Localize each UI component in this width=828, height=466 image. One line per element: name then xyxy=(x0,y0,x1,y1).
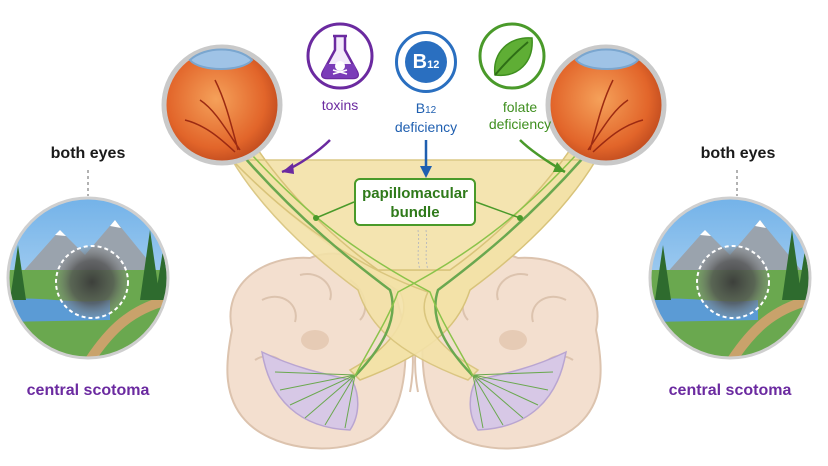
b12-badge-letter: B xyxy=(412,51,428,73)
bundle-label-line1: papillomacular xyxy=(362,185,468,202)
b12-label-line1: B12 xyxy=(376,100,476,119)
visual-cortex-right xyxy=(469,350,567,431)
b12-deficiency-label: B12 deficiency xyxy=(376,100,476,136)
folate-arrow xyxy=(519,139,566,174)
eyeball-right xyxy=(545,44,667,166)
both-eyes-label-right: both eyes xyxy=(700,145,776,162)
b12-arrow xyxy=(420,140,432,178)
leaf-icon xyxy=(478,22,546,90)
optic-pathway xyxy=(230,149,598,381)
bundle-label-line2: bundle xyxy=(390,204,440,221)
folate-label-line2: deficiency xyxy=(488,116,552,132)
folate-deficiency-label: folate deficiency xyxy=(470,99,570,133)
b12-label-line2: deficiency xyxy=(394,119,458,135)
central-scotoma-label-right: central scotoma xyxy=(668,382,792,399)
visual-cortex-left xyxy=(261,350,359,431)
visual-field-left xyxy=(6,170,170,360)
b12-badge-icon: B12 xyxy=(395,31,457,93)
b12-label-letter: B xyxy=(415,100,426,116)
eyeball-left xyxy=(161,44,283,166)
toxins-label: toxins xyxy=(321,97,359,113)
bundle-leader-left xyxy=(315,201,355,219)
b12-label-subscript: 12 xyxy=(425,105,437,116)
toxins-arrow xyxy=(281,139,331,174)
flask-skull-icon xyxy=(306,22,374,90)
visual-field-right xyxy=(648,170,812,360)
papillomacular-bundle-label: papillomacular bundle xyxy=(354,178,476,226)
bundle-leader-right xyxy=(475,201,521,219)
central-scotoma-label-left: central scotoma xyxy=(26,382,150,399)
both-eyes-label-left: both eyes xyxy=(50,145,126,162)
b12-badge-subscript: 12 xyxy=(427,59,440,71)
folate-label-line1: folate xyxy=(502,99,538,115)
